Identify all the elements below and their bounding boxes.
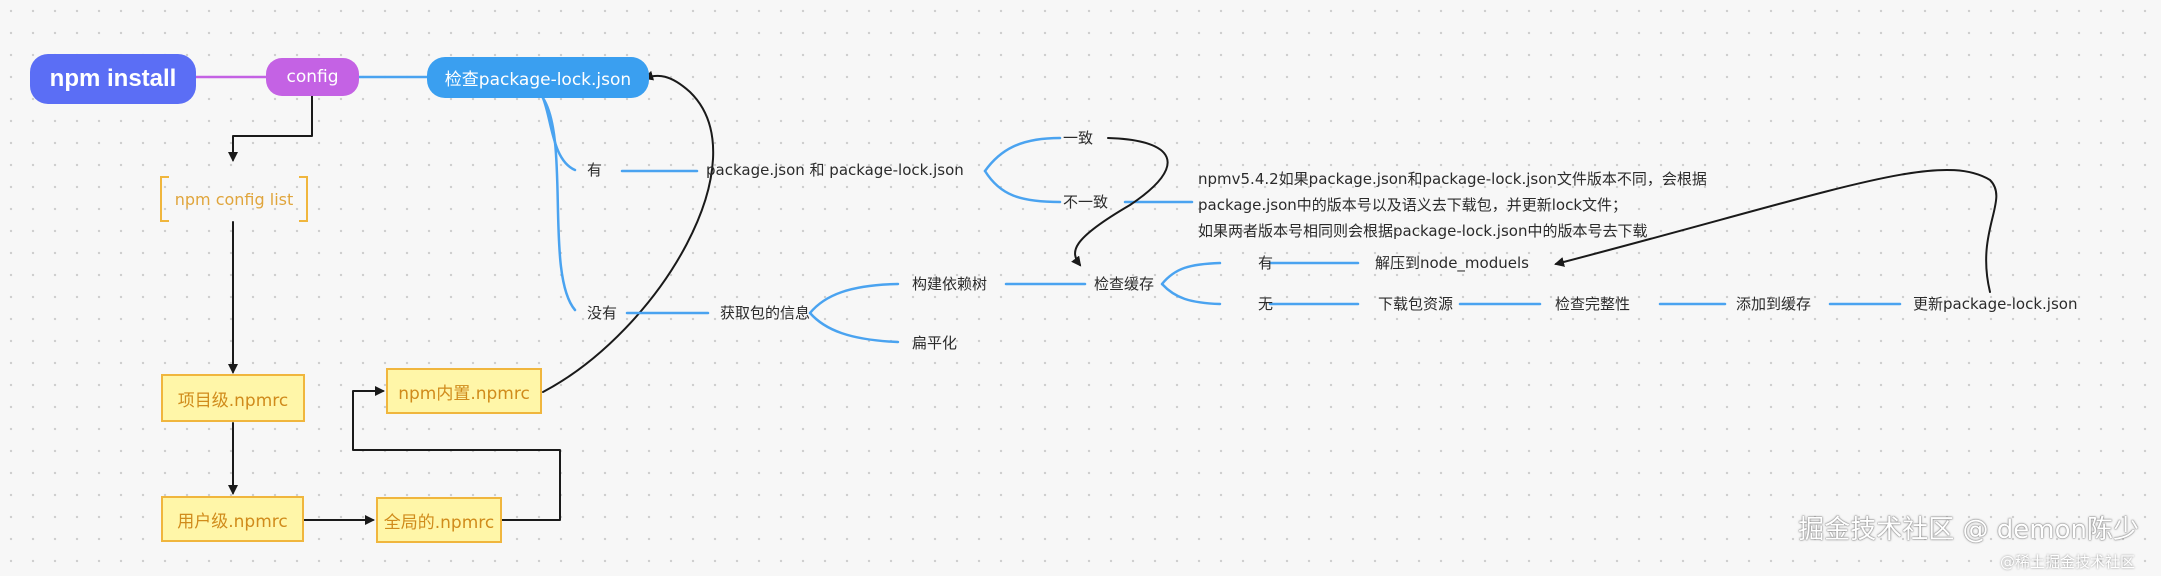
- global-npmrc-node: 全局的.npmrc: [376, 497, 502, 543]
- edge-cache-none: [1160, 282, 1222, 306]
- edge-compare-inconsistent: [983, 169, 1062, 204]
- label-add-cache: 添加到缓存: [1736, 295, 1812, 313]
- edge-update-unzip: [1554, 168, 1998, 293]
- watermark-main: 掘金技术社区 @ demon陈少: [1798, 515, 2139, 545]
- config-node: config: [266, 58, 359, 96]
- label-check-cache: 检查缓存: [1094, 275, 1155, 293]
- label-cache-has: 有: [1258, 254, 1274, 272]
- edge-cache-has: [1160, 261, 1222, 286]
- label-cache-none: 无: [1258, 295, 1274, 313]
- label-inconsistent: 不一致: [1063, 193, 1109, 211]
- edge-compare-consistent: [983, 136, 1062, 173]
- label-consistent: 一致: [1063, 129, 1094, 147]
- npm-install-node: npm install: [30, 54, 196, 104]
- edge-consistent-cache: [1071, 137, 1169, 267]
- edge-getinfo-flatten: [808, 311, 900, 344]
- user-npmrc-node: 用户级.npmrc: [161, 496, 304, 542]
- version-note: npmv5.4.2如果package.json和package-lock.jso…: [1198, 166, 1707, 244]
- project-npmrc-node: 项目级.npmrc: [161, 374, 305, 422]
- label-unzip: 解压到node_moduels: [1375, 254, 1529, 272]
- edge-config-list: [228, 95, 313, 162]
- label-compare: package.json 和 package-lock.json: [706, 161, 964, 179]
- label-check-integrity: 检查完整性: [1555, 295, 1631, 313]
- builtin-npmrc-node: npm内置.npmrc: [386, 368, 542, 414]
- label-has-not: 没有: [587, 304, 618, 322]
- label-download: 下载包资源: [1378, 295, 1454, 313]
- npm-config-list-label: npm config list: [174, 189, 294, 209]
- npm-config-list-node: npm config list: [160, 176, 308, 222]
- edge-builtin-check: [542, 70, 715, 393]
- check-lock-node: 检查package-lock.json: [427, 57, 649, 98]
- label-update-lock: 更新package-lock.json: [1913, 295, 2078, 313]
- label-build-tree: 构建依赖树: [912, 275, 988, 293]
- label-flatten: 扁平化: [912, 334, 958, 352]
- edge-check-hasnot: [541, 96, 577, 312]
- version-note-line: npmv5.4.2如果package.json和package-lock.jso…: [1198, 170, 1707, 188]
- label-has: 有: [587, 161, 603, 179]
- edge-getinfo-tree: [808, 282, 900, 315]
- label-get-info: 获取包的信息: [720, 304, 811, 322]
- edge-global-builtin: [352, 386, 561, 521]
- version-note-line: package.json中的版本号以及语义去下载包，并更新lock文件；: [1198, 196, 1628, 214]
- watermark-sub: @稀土掘金技术社区: [1999, 553, 2135, 571]
- version-note-line: 如果两者版本号相同则会根据package-lock.json中的版本号去下载: [1198, 222, 1648, 240]
